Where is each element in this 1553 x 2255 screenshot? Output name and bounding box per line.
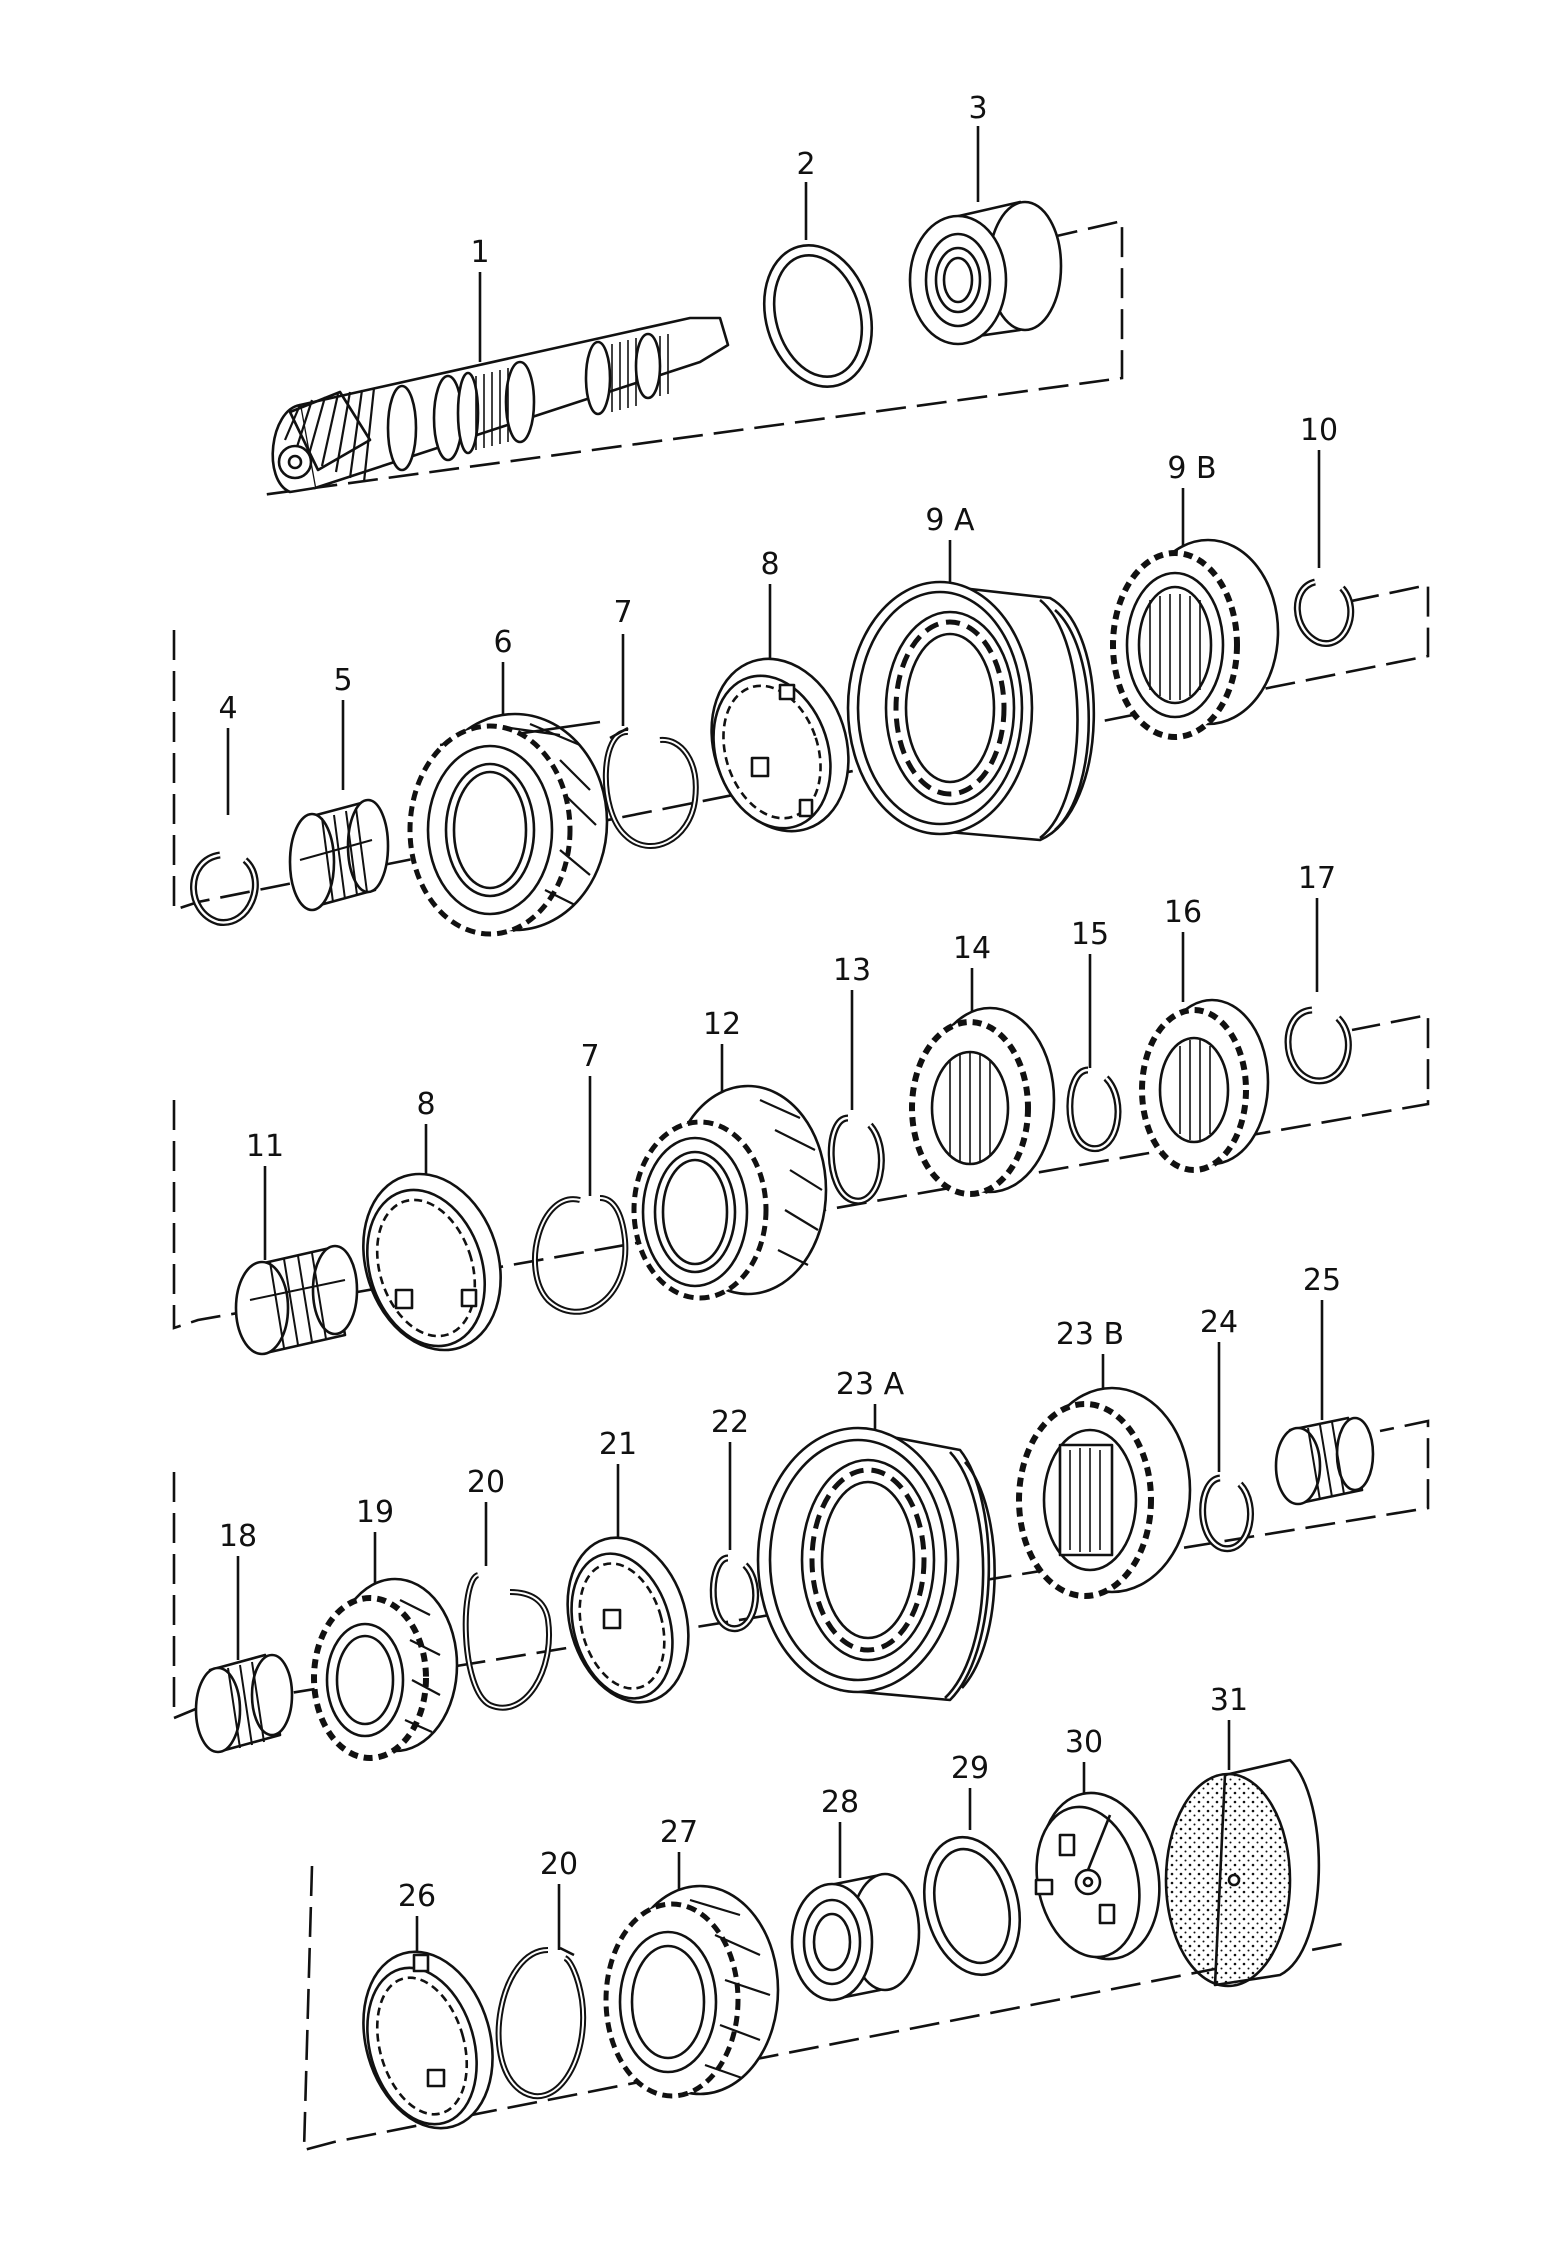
- needle-bearing-icon: [1274, 1416, 1375, 1506]
- callout-9b: 9 B: [1167, 451, 1216, 486]
- synchro-ring-icon: [566, 1536, 690, 1704]
- group-frame-4: [172, 1419, 1430, 1720]
- pinion-shaft-icon: [271, 316, 730, 494]
- callout-13: 13: [833, 953, 871, 988]
- callout-21: 21: [599, 1427, 637, 1462]
- leader-lines: [226, 126, 1324, 1982]
- snap-ring-icon: [462, 1572, 552, 1711]
- callout-1: 1: [470, 235, 489, 270]
- callout-12: 12: [703, 1007, 741, 1042]
- group-frame-2: [172, 583, 1430, 912]
- callout-6: 6: [493, 625, 512, 660]
- shim-ring-icon: [762, 244, 874, 388]
- callout-28: 28: [821, 1785, 859, 1820]
- circlip-icon: [709, 1554, 760, 1633]
- helical-gear-icon: [407, 712, 609, 937]
- snap-ring-icon: [531, 1195, 629, 1315]
- callout-10: 10: [1300, 413, 1338, 448]
- callout-16: 16: [1164, 895, 1202, 930]
- group-frame-1: [261, 219, 1124, 497]
- callout-18: 18: [219, 1519, 257, 1554]
- callout-22: 22: [711, 1405, 749, 1440]
- synchro-hub-icon: [1016, 1386, 1192, 1599]
- synchro-ring-icon: [710, 657, 850, 833]
- callout-14: 14: [953, 931, 991, 966]
- callout-19: 19: [356, 1495, 394, 1530]
- circlip-icon: [1284, 1006, 1352, 1085]
- callout-24: 24: [1200, 1305, 1238, 1340]
- circlip-icon: [827, 1114, 885, 1205]
- needle-bearing-icon: [288, 798, 390, 912]
- snap-ring-icon: [602, 726, 699, 849]
- callout-4: 4: [218, 691, 237, 726]
- needle-bearing-icon: [234, 1244, 359, 1356]
- callout-23a: 23 A: [836, 1367, 905, 1402]
- callout-26: 26: [398, 1879, 436, 1914]
- callout-15: 15: [1071, 917, 1109, 952]
- ball-bearing-icon: [908, 200, 1063, 346]
- thrust-washer-icon: [1034, 1791, 1161, 1961]
- shim-ring-icon: [922, 1835, 1022, 1977]
- parts: [190, 200, 1375, 2130]
- callout-7b: 7: [580, 1039, 599, 1074]
- callout-20b: 20: [540, 1847, 578, 1882]
- operating-sleeve-icon: [756, 1426, 996, 1702]
- circlip-icon: [1066, 1066, 1122, 1152]
- helical-gear-icon: [603, 1884, 780, 2099]
- group-frames: [172, 219, 1430, 2152]
- gear-wheel-icon: [1139, 998, 1270, 1173]
- ball-bearing-icon: [790, 1872, 921, 2002]
- callout-labels: 1 2 3 4 5 6 7 8 9 A 9 B 10 11 8 7 12 13 …: [218, 91, 1341, 1914]
- callout-9a: 9 A: [925, 503, 975, 538]
- group-frame-5: [302, 1865, 1353, 2152]
- circlip-icon: [1199, 1474, 1254, 1553]
- snap-ring-icon: [495, 1946, 587, 2100]
- callout-3: 3: [968, 91, 987, 126]
- synchro-ring-icon: [362, 1172, 502, 1352]
- callout-7a: 7: [613, 595, 632, 630]
- callout-11: 11: [246, 1129, 284, 1164]
- cover-disc-icon: [1164, 1758, 1321, 1988]
- synchro-ring-icon: [362, 1950, 494, 2130]
- callout-8a: 8: [760, 547, 779, 582]
- callout-29: 29: [951, 1751, 989, 1786]
- callout-5: 5: [333, 663, 352, 698]
- callout-2: 2: [796, 147, 815, 182]
- callout-20a: 20: [467, 1465, 505, 1500]
- callout-30: 30: [1065, 1725, 1103, 1760]
- callout-27: 27: [660, 1815, 698, 1850]
- callout-8b: 8: [416, 1087, 435, 1122]
- callout-31: 31: [1210, 1683, 1248, 1718]
- callout-23b: 23 B: [1056, 1317, 1124, 1352]
- circlip-icon: [1293, 578, 1355, 647]
- callout-25: 25: [1303, 1263, 1341, 1298]
- gear-wheel-icon: [909, 1006, 1056, 1197]
- synchro-hub-icon: [1110, 538, 1280, 740]
- circlip-icon: [190, 851, 259, 926]
- helical-gear-icon: [631, 1084, 828, 1301]
- needle-bearing-icon: [194, 1653, 294, 1754]
- helical-gear-icon: [311, 1577, 459, 1761]
- callout-17: 17: [1298, 861, 1336, 896]
- operating-sleeve-icon: [846, 580, 1096, 842]
